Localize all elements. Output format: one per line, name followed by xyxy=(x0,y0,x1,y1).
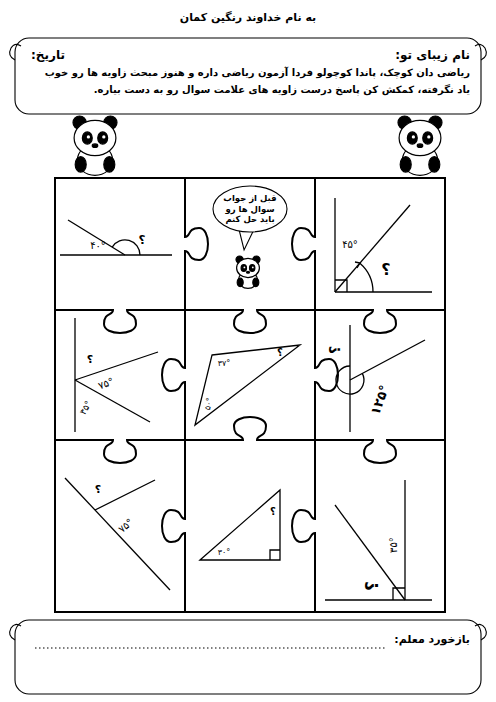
angle-value: ۳۰° xyxy=(218,548,231,558)
right-angle-mark xyxy=(335,280,347,292)
page-title: به نام خداوند رنگین کمان xyxy=(180,11,316,24)
angle-value: ۷۵° xyxy=(116,516,136,535)
ray xyxy=(68,220,125,255)
angle-value: ۱۲۵° xyxy=(367,383,392,417)
puzzle-edge xyxy=(315,310,445,333)
ray xyxy=(60,254,172,255)
ray xyxy=(334,198,335,292)
header-border xyxy=(15,38,481,114)
ray xyxy=(349,325,350,432)
triangle xyxy=(195,345,300,425)
frame-swirl xyxy=(10,624,21,640)
puzzle-edge xyxy=(292,178,315,310)
name-field: نام زیبای تو: xyxy=(395,48,470,62)
unknown-angle: ؟ xyxy=(381,260,390,279)
puzzle-edge xyxy=(162,440,185,612)
frame-swirl xyxy=(475,624,486,640)
ray xyxy=(335,505,405,600)
angle-value: ۴۰° xyxy=(90,240,106,252)
panda-drawing xyxy=(398,116,442,175)
ray xyxy=(335,205,410,292)
ray xyxy=(404,480,405,600)
pandas xyxy=(73,116,442,288)
frame-swirl xyxy=(10,44,21,60)
angle-arc xyxy=(336,366,364,394)
angle-value: ۵۰° xyxy=(203,397,215,411)
ray xyxy=(65,478,170,590)
puzzle-edge xyxy=(55,440,185,463)
ray xyxy=(350,340,425,380)
panda-drawing xyxy=(73,116,117,175)
footer-border xyxy=(15,620,481,694)
angle-value: ۳۷° xyxy=(218,359,231,369)
teacher-feedback: بازخورد معلم: xyxy=(394,633,470,646)
unknown-angle: ؟ xyxy=(277,347,283,359)
frame-swirl xyxy=(475,44,486,60)
right-angle-mark xyxy=(393,588,405,600)
unknown-angle: ؟ xyxy=(327,346,344,354)
bubble-text: قبل از جواب سوال ها رو باید حل کنم xyxy=(222,193,278,225)
panda-drawing xyxy=(236,256,260,288)
puzzle-edge xyxy=(185,310,315,333)
unknown-angle: ؟ xyxy=(362,581,382,591)
puzzle-edge xyxy=(315,440,445,463)
angle-value: ۴۵° xyxy=(342,239,358,251)
ray xyxy=(75,352,158,380)
puzzle-border xyxy=(55,178,445,612)
unknown-angle: ؟ xyxy=(139,233,146,247)
ray xyxy=(74,318,75,432)
header-frame xyxy=(10,38,487,694)
angle-arc xyxy=(360,263,373,292)
puzzle-edge xyxy=(292,440,315,612)
unknown-angle: ؟ xyxy=(270,506,276,518)
ray xyxy=(95,480,155,510)
date-field: تاریخ: xyxy=(31,48,65,62)
angle-value: ۳۵° xyxy=(78,399,94,417)
bubble-ellipse xyxy=(213,186,287,232)
ray xyxy=(325,599,432,600)
puzzle-edge xyxy=(315,310,338,440)
right-angle-mark xyxy=(270,550,280,560)
angle-value: ۳۵° xyxy=(388,537,400,553)
arc-arrowhead xyxy=(355,262,360,268)
angle-arc xyxy=(112,240,140,255)
puzzle-grid xyxy=(55,178,445,612)
unknown-angle: ؟ xyxy=(95,483,101,496)
right-triangle xyxy=(200,490,280,560)
puzzle-edge xyxy=(185,178,208,310)
angle-value: ۷۵° xyxy=(97,376,116,393)
speech-bubble: قبل از جواب سوال ها رو باید حل کنم xyxy=(213,186,287,232)
puzzle-edge xyxy=(162,310,185,440)
puzzle-edge xyxy=(185,417,315,440)
instructions: ریاضی دان کوچک، پاندا کوچولو فردا آزمون … xyxy=(30,64,470,98)
answer-line xyxy=(35,647,385,648)
ray xyxy=(335,291,432,292)
angle-figures xyxy=(60,198,432,600)
unknown-angle: ؟ xyxy=(87,353,93,366)
